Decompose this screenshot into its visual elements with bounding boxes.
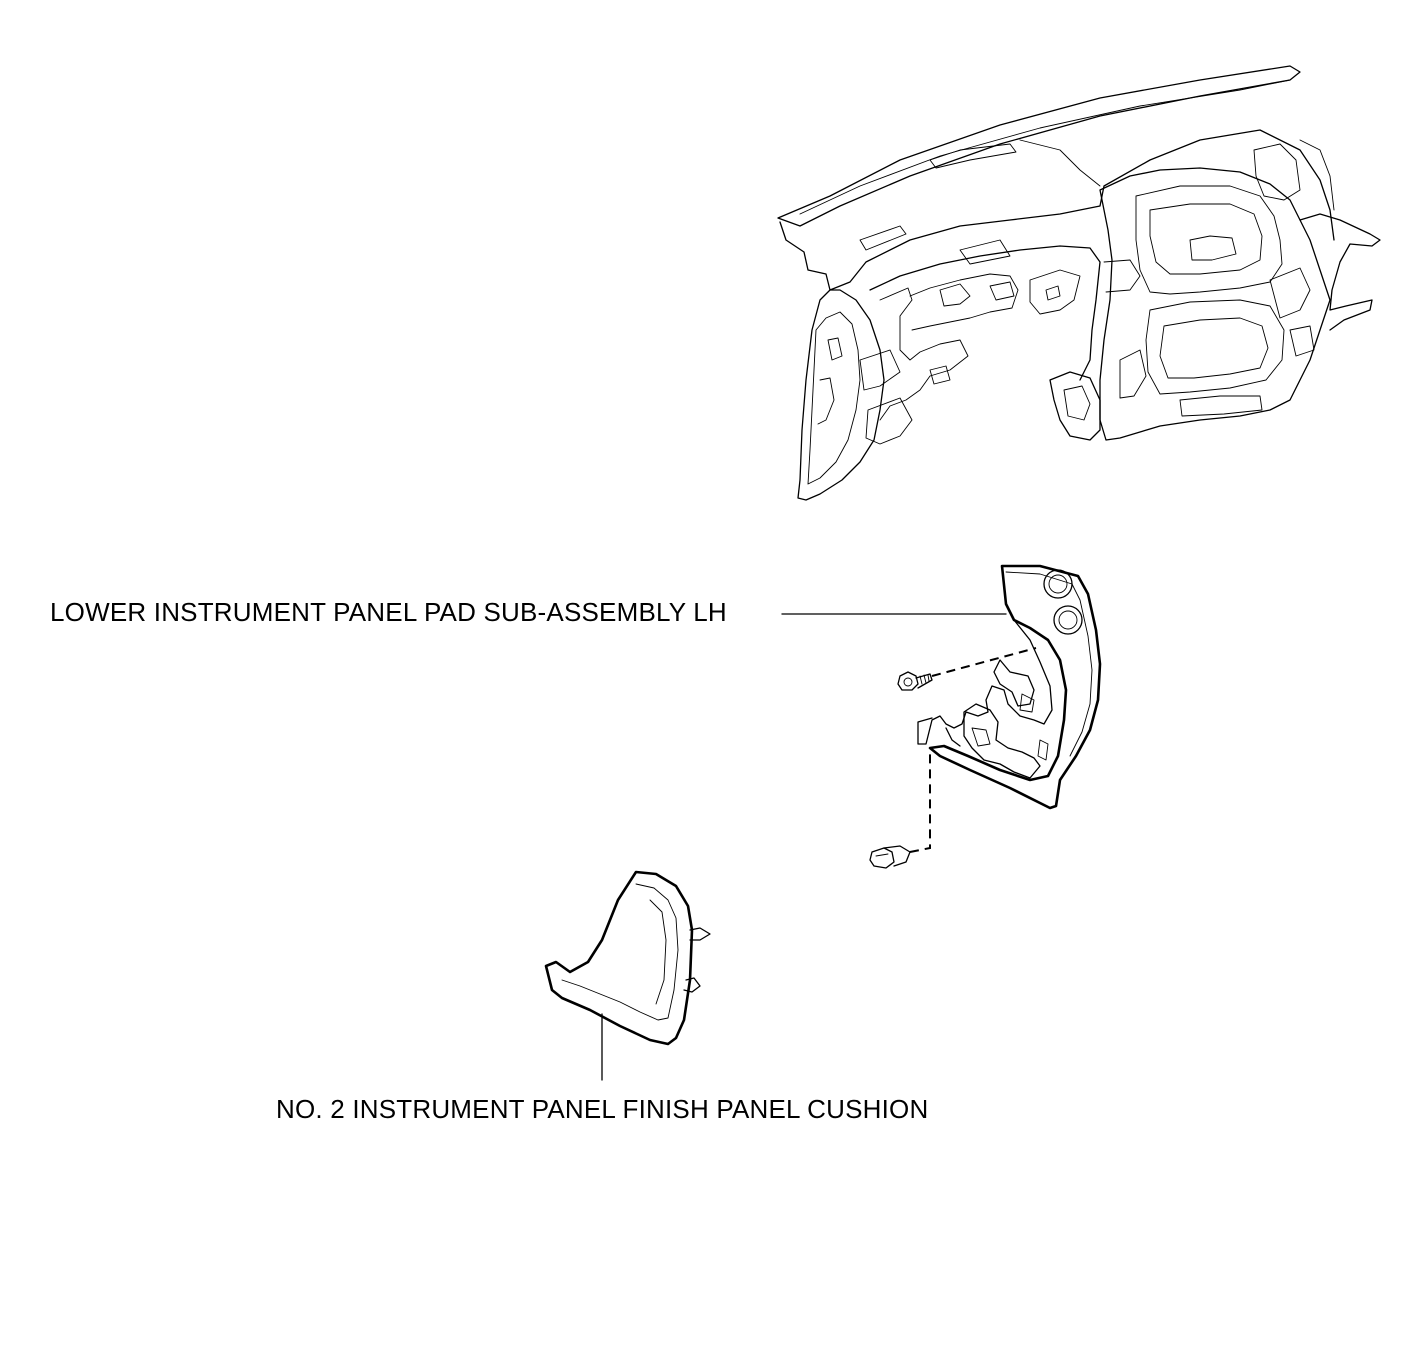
- dashboard-assembly: [777, 65, 1381, 501]
- clip-dashed-guide: [909, 752, 931, 853]
- lower-pad-label: LOWER INSTRUMENT PANEL PAD SUB-ASSEMBLY …: [50, 597, 727, 627]
- lower-instrument-panel-pad-drawing: [917, 564, 1102, 810]
- cushion-label: NO. 2 INSTRUMENT PANEL FINISH PANEL CUSH…: [276, 1094, 929, 1124]
- finish-panel-cushion-drawing: [544, 870, 711, 1046]
- screw-dashed-guide: [931, 647, 1037, 677]
- clip-drawing: [869, 845, 911, 869]
- screw-drawing: [897, 671, 933, 691]
